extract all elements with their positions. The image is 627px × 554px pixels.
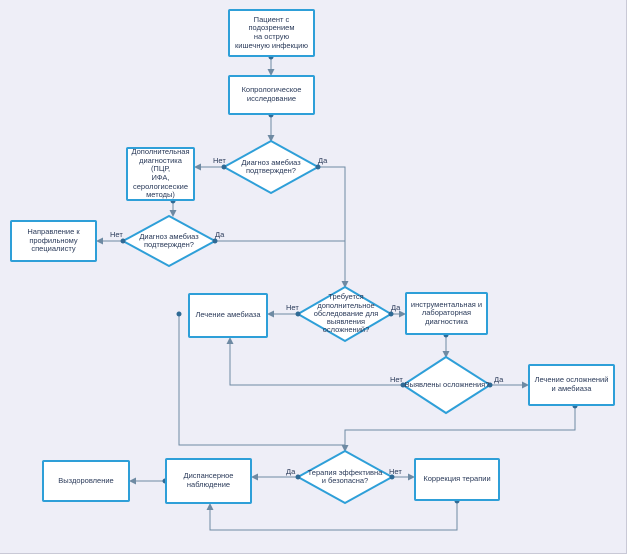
label-yes-qextra: Да bbox=[391, 303, 401, 312]
node-follow-up[interactable]: Диспансерное наблюдение bbox=[165, 458, 252, 504]
decision-label-amoebiasis-1: Диагноз амебиаз подтвержден? bbox=[241, 157, 301, 175]
node-coprology[interactable]: Копрологическое исследование bbox=[228, 75, 315, 115]
decision-amoebiasis-confirmed-1 bbox=[221, 139, 321, 195]
label-yes-qcomplic: Да bbox=[494, 375, 504, 384]
label-yes-qtherapy: Да bbox=[286, 467, 296, 476]
node-recovery[interactable]: Выздоровление bbox=[42, 460, 130, 502]
decision-label-amoebiasis-2: Диагноз амебиаз подтвержден? bbox=[139, 231, 199, 249]
node-patient[interactable]: Пациент с подозрением на острую кишечную… bbox=[228, 9, 315, 57]
label-yes-q1: Да bbox=[318, 156, 328, 165]
node-therapy-correction[interactable]: Коррекция терапии bbox=[414, 458, 500, 501]
decision-label-complications: Выявлены осложнения? bbox=[404, 379, 490, 389]
label-no-qextra: Нет bbox=[286, 303, 299, 312]
label-no-qtherapy: Нет bbox=[389, 467, 402, 476]
edge-qcomplic-no-treat bbox=[226, 337, 403, 386]
decision-complications-found bbox=[401, 355, 492, 415]
label-yes-q2: Да bbox=[215, 230, 225, 239]
decision-therapy-effective bbox=[295, 449, 395, 505]
edge-q1-yes-qextra bbox=[318, 166, 349, 288]
node-extra-diagnostics[interactable]: Дополнительная диагностика (ПЦР, ИФА, се… bbox=[126, 147, 195, 201]
node-treat-complications[interactable]: Лечение осложнений и амебиаза bbox=[528, 364, 615, 406]
edge-correction-followup bbox=[206, 501, 458, 531]
decision-label-therapy: Терапия эффективна и безопасна? bbox=[307, 467, 383, 485]
decision-amoebiasis-confirmed-2 bbox=[120, 214, 218, 268]
edge-tc-qtherapy bbox=[341, 406, 576, 452]
label-no-q1: Нет bbox=[213, 156, 226, 165]
edge-treat-qtherapy bbox=[178, 314, 345, 446]
label-no-qcomplic: Нет bbox=[390, 375, 403, 384]
node-referral[interactable]: Направление к профильному специалисту bbox=[10, 220, 97, 262]
node-treat-amoebiasis[interactable]: Лечение амебиаза bbox=[188, 293, 268, 338]
label-no-q2: Нет bbox=[110, 230, 123, 239]
node-instr-lab-diagnostics[interactable]: инструментальная и лабораторная диагност… bbox=[405, 292, 488, 335]
decision-extra-exam-needed bbox=[295, 285, 393, 343]
decision-label-extra-exam: Требуется дополнительное обследование дл… bbox=[313, 292, 379, 335]
